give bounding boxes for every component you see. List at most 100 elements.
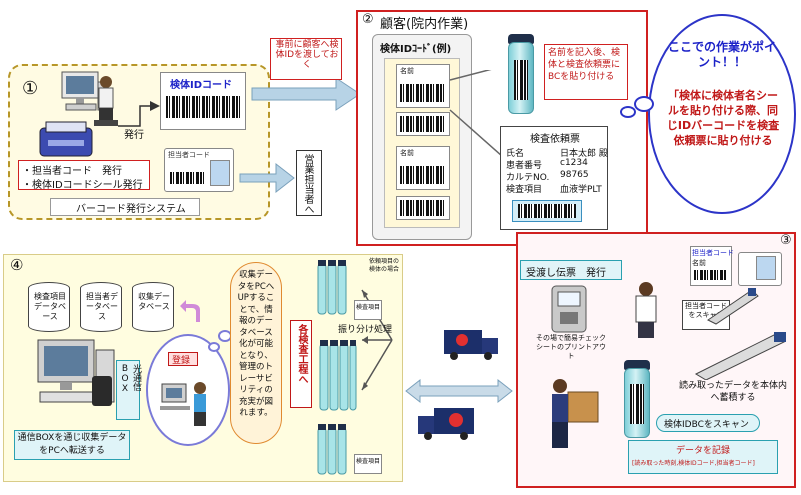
transfer-note-box [14, 430, 130, 460]
key-point-detail: 「検体に検体者名シールを貼り付ける際、同じIDバーコードを検査依頼票に貼り付ける [666, 89, 780, 147]
db-test-items-label: 検査項目データベース [34, 292, 66, 321]
printout-label: その場で簡易チェックシートのプリントアウト [536, 334, 606, 360]
operator-person-icon [92, 74, 120, 130]
staff-barcode-icon [170, 172, 204, 184]
scan-id-label: 検体IDBCをスキャン [664, 420, 749, 430]
staff-code-card-name: 名前 [692, 259, 706, 267]
tube-barcode-3 [630, 384, 644, 424]
form-key-0: 氏名 [506, 149, 525, 159]
staff-code-card-barcode [694, 270, 726, 280]
clerk-at-pc-icon [160, 376, 216, 428]
register-arrow [180, 300, 204, 324]
truck-icon-2 [416, 404, 478, 444]
tube-rack-3 [316, 424, 352, 478]
technician-icon [626, 280, 666, 340]
sheet-barcode-4 [400, 200, 446, 216]
delivery-worker-icon [540, 372, 616, 452]
record-subtitle: [読み取った時刻,検体IDコード,担当者コード] [632, 460, 755, 467]
issue-item-id-sticker: ・検体IDコードシール発行 [22, 180, 143, 191]
test-item-card-1 [354, 300, 382, 320]
form-title: 検査依頼票 [530, 134, 580, 145]
key-point-title: ここでの作業がポイント！！ [668, 40, 777, 69]
step-marker-4: ④ [10, 256, 24, 274]
form-val-0: 日本太郎 殿 [560, 149, 608, 159]
barcode-scanner-icon-2 [690, 328, 790, 381]
note-box [544, 44, 628, 100]
form-barcode [518, 204, 576, 218]
record-box [628, 440, 778, 474]
db-collected-label: 収集データベース [138, 292, 170, 311]
register-badge [168, 352, 198, 366]
tube-cap [508, 34, 534, 44]
info-bubble-text: 収集データをPCへUPすることで、情報のデータベース化が可能となり、管理のトレー… [237, 270, 275, 418]
info-bubble [230, 262, 282, 444]
thought-dot-1 [208, 342, 220, 352]
form-val-1: c1234 [560, 158, 588, 168]
tube-barcode [514, 60, 528, 100]
issue-arrow [116, 96, 162, 132]
issue-label: 発行 [124, 130, 144, 141]
cloud-bubble-1 [620, 106, 636, 118]
to-each-process-box [290, 320, 312, 408]
record-title: データを記録 [676, 446, 731, 456]
form-key-1: 患者番号 [506, 161, 543, 171]
sales-label: 営業担当者へ [302, 154, 313, 214]
optical-box-icon [92, 376, 112, 406]
sheet-name-label-1: 名前 [400, 67, 414, 75]
advance-note: 事前に顧客へ検体IDを渡しておく [275, 40, 339, 70]
sort-process-label: 振り分け処理 [338, 325, 393, 335]
db-staff-label: 担当者データベース [86, 292, 118, 321]
cloud-bubble-2 [634, 96, 654, 112]
sheet-barcode-1 [400, 84, 446, 102]
handheld-printer-icon [546, 284, 592, 334]
customer-title: 顧客(院内作業) [380, 17, 469, 32]
step-marker-3: ③ [780, 233, 792, 248]
staff-code-card-title: 担当者コード [692, 249, 734, 257]
sales-box [296, 150, 322, 216]
test-item-card-2-label: 検査項目 [356, 458, 381, 465]
test-item-card-1-label: 検査項目 [356, 304, 381, 311]
test-item-card-2 [354, 454, 382, 474]
db-test-items [28, 282, 70, 332]
form-key-2: カルテNO. [506, 173, 550, 183]
tube-rack-2 [318, 340, 358, 414]
to-each-process-label: 各検査工程へ [296, 324, 307, 384]
truck-icon-1 [442, 326, 502, 362]
step-marker-1: ① [22, 78, 39, 99]
receipt-box [520, 260, 622, 280]
transfer-note: 通信BOXを通じ収集データをPCへ転送する [17, 433, 127, 456]
issue-list-box [18, 160, 150, 190]
form-val-2: 98765 [560, 170, 589, 180]
arrow-to-customer [250, 76, 362, 112]
system-label: バーコード発行システム [76, 204, 186, 215]
barcode-title: 検体IDコード [170, 80, 233, 91]
barcode-icon [166, 96, 240, 118]
staff-id-card-label: 担当者コード [168, 151, 210, 159]
register-label: 登録 [172, 356, 191, 366]
db-collected [132, 282, 174, 332]
optical-box-label: 光通信BOX [120, 364, 141, 394]
barcode-scanner-icon [704, 286, 760, 326]
portrait-icon [210, 160, 230, 186]
db-staff [80, 282, 122, 332]
sort-arrows [356, 280, 396, 400]
stored-data-label: 読み取ったデータを本体内へ蓄積する [678, 381, 787, 403]
optical-box-label-box [116, 360, 140, 420]
issue-item-staff-code: ・担当者コード 発行 [22, 166, 122, 177]
advance-note-box [270, 38, 342, 80]
key-point-cloud [648, 14, 796, 214]
sheet-name-label-3: 名前 [400, 149, 414, 157]
system-label-box [50, 198, 200, 216]
step-marker-2: ② [362, 12, 374, 27]
transfer-arrow [404, 378, 514, 404]
sheet-title: 検体IDｺｰﾄﾞ(例) [380, 44, 452, 55]
form-val-3: 血液学PLT [560, 185, 602, 195]
sheet-barcode-2 [400, 116, 446, 132]
form-key-3: 検査項目 [506, 185, 543, 195]
label-printer-icon [38, 120, 94, 160]
scan-id-box [656, 414, 760, 432]
arrow-to-sales [238, 160, 296, 196]
sheet-barcode-3 [400, 166, 446, 184]
portrait-icon-2 [756, 256, 776, 280]
tube-rack-1 [316, 260, 354, 318]
